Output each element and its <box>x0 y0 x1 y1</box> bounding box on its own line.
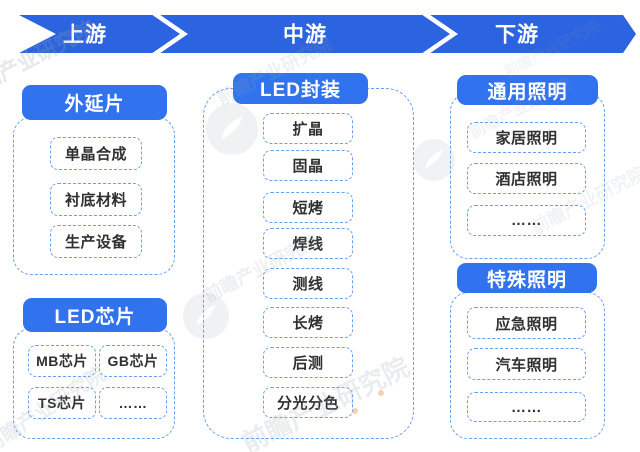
process-arrow-banner: 上游 中游 下游 <box>19 14 636 54</box>
qianzhan-logo-icon <box>413 139 455 181</box>
item-die-expansion: 扩晶 <box>263 113 353 144</box>
item-automotive-lighting: 汽车照明 <box>467 348 586 380</box>
stage-label-downstream: 下游 <box>495 23 539 47</box>
item-sorting-binning: 分光分色 <box>263 387 353 418</box>
stage-label-midstream: 中游 <box>283 23 327 47</box>
item-wire-testing: 测线 <box>263 268 353 299</box>
item-substrate-material: 衬底材料 <box>50 183 142 216</box>
chevron-separator-icon <box>150 14 188 54</box>
item-short-baking: 短烤 <box>263 192 353 223</box>
item-wire-bonding: 焊线 <box>263 228 353 259</box>
item-production-equipment: 生产设备 <box>50 225 142 258</box>
group-header-led-chip: LED芯片 <box>23 298 167 332</box>
item-special-lighting-ellipsis: …… <box>467 392 586 422</box>
item-general-lighting-ellipsis: …… <box>467 205 586 236</box>
item-long-baking: 长烤 <box>263 307 353 338</box>
item-die-bonding: 固晶 <box>263 150 353 181</box>
item-emergency-lighting: 应急照明 <box>467 307 586 339</box>
group-header-general-lighting: 通用照明 <box>457 75 598 105</box>
item-chip-ellipsis: …… <box>99 387 167 419</box>
group-header-special-lighting: 特殊照明 <box>457 263 597 293</box>
item-home-lighting: 家居照明 <box>467 122 586 153</box>
item-mb-chip: MB芯片 <box>28 345 96 377</box>
item-ts-chip: TS芯片 <box>28 387 96 419</box>
item-single-crystal-synthesis: 单晶合成 <box>50 137 142 170</box>
item-post-testing: 后测 <box>263 347 353 378</box>
group-header-epitaxial-wafer: 外延片 <box>22 85 167 120</box>
chevron-separator-icon <box>420 14 458 54</box>
group-header-led-packaging: LED封装 <box>233 73 368 104</box>
item-hotel-lighting: 酒店照明 <box>467 163 586 194</box>
arrow-ribbon-shape <box>19 15 636 53</box>
item-gb-chip: GB芯片 <box>99 345 167 377</box>
stage-label-upstream: 上游 <box>63 23 107 47</box>
